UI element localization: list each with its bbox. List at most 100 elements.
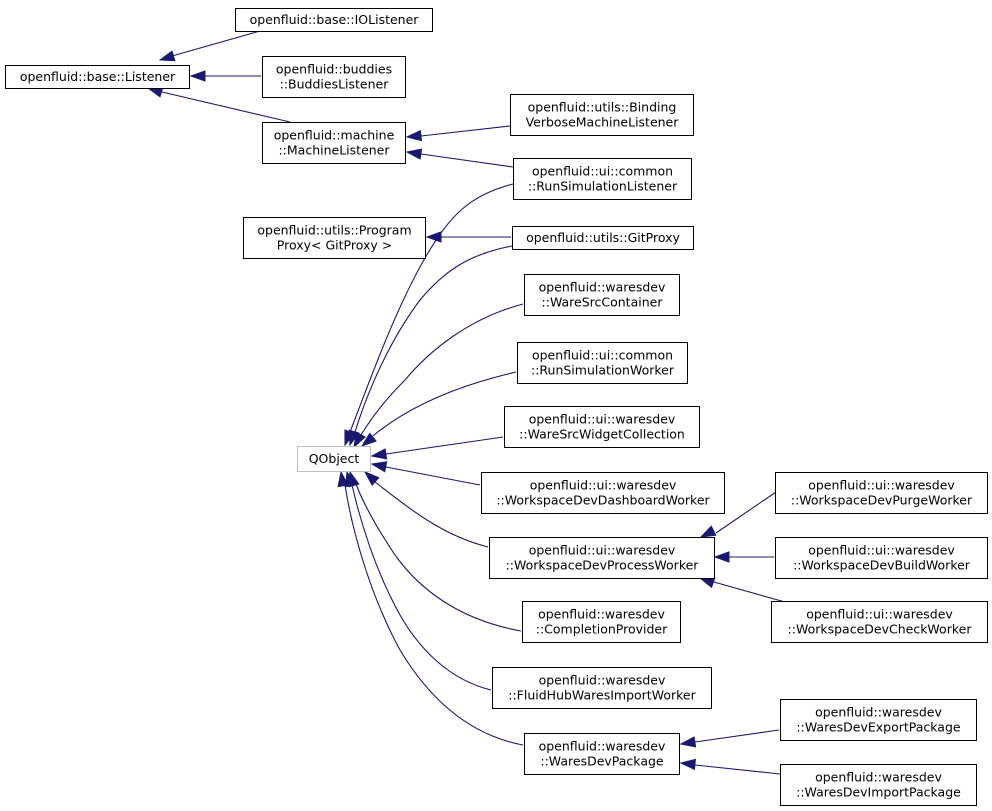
- class-box: [5, 65, 190, 89]
- inheritance-arrowhead: [698, 577, 716, 589]
- class-node-completionprovider[interactable]: openfluid::waresdev::CompletionProvider: [522, 601, 681, 643]
- class-label-line: ::WorkspaceDevBuildWorker: [793, 558, 971, 573]
- class-node-buildworker[interactable]: openfluid::ui::waresdev::WorkspaceDevBui…: [775, 537, 988, 579]
- class-label-line: ::RunSimulationWorker: [531, 363, 675, 378]
- node-layer: openfluid::base::IOListeneropenfluid::ba…: [5, 8, 988, 806]
- class-box: [775, 537, 988, 579]
- class-node-bindingverbose[interactable]: openfluid::utils::BindingVerboseMachineL…: [510, 94, 694, 136]
- class-label-line: openfluid::waresdev: [539, 280, 666, 295]
- class-box: [524, 733, 680, 775]
- class-node-machinelistener[interactable]: openfluid::machine::MachineListener: [262, 122, 406, 164]
- class-label-line: openfluid::utils::Binding: [528, 100, 677, 115]
- class-box: [522, 601, 681, 643]
- class-node-runsimlistener[interactable]: openfluid::ui::common::RunSimulationList…: [513, 158, 692, 200]
- inheritance-arrowhead: [370, 461, 388, 473]
- edge-line: [351, 484, 492, 691]
- edge-line: [360, 303, 524, 436]
- edge-line: [344, 484, 524, 746]
- class-box: [297, 446, 371, 472]
- class-label-line: openfluid::ui::common: [532, 348, 673, 363]
- class-node-purgeworker[interactable]: openfluid::ui::waresdev::WorkspaceDevPur…: [775, 472, 988, 514]
- class-label-line: openfluid::ui::waresdev: [530, 478, 677, 493]
- class-node-dashboardworker[interactable]: openfluid::ui::waresdev::WorkspaceDevDas…: [481, 472, 725, 514]
- class-label-line: openfluid::ui::waresdev: [529, 412, 676, 427]
- class-label-line: QObject: [309, 451, 360, 466]
- edge-line: [355, 483, 522, 632]
- class-box: [513, 158, 692, 200]
- edge-checkworker-to-processworker: [698, 577, 786, 603]
- edge-line: [694, 764, 781, 775]
- class-label-line: openfluid::ui::waresdev: [806, 607, 953, 622]
- edge-line: [694, 729, 780, 743]
- edge-exportpackage-to-waresdevpackage: [679, 729, 780, 748]
- edge-buildworker-to-processworker: [713, 551, 774, 563]
- class-node-waresdevpackage[interactable]: openfluid::waresdev::WaresDevPackage: [524, 733, 680, 775]
- edge-line: [374, 481, 489, 548]
- class-label-line: openfluid::ui::waresdev: [808, 543, 955, 558]
- class-label-line: openfluid::machine: [274, 128, 395, 143]
- edge-waresrcwidgetcollection-to-qobject: [370, 436, 504, 460]
- class-box: [492, 667, 712, 709]
- edge-runsimworker-to-qobject: [360, 371, 517, 447]
- class-node-checkworker[interactable]: openfluid::ui::waresdev::WorkspaceDevChe…: [771, 601, 988, 643]
- class-label-line: ::WaresDevPackage: [540, 754, 664, 769]
- class-node-importpackage[interactable]: openfluid::waresdev::WaresDevImportPacka…: [780, 764, 977, 806]
- inheritance-arrowhead: [158, 50, 176, 62]
- class-box: [512, 226, 694, 250]
- edge-processworker-to-qobject: [363, 471, 489, 548]
- class-label-line: ::WaresDevExportPackage: [796, 720, 960, 735]
- class-box: [262, 56, 406, 98]
- inheritance-arrowhead: [353, 431, 366, 449]
- edge-importpackage-to-waresdevpackage: [679, 758, 781, 775]
- class-label-line: ::CompletionProvider: [536, 622, 668, 637]
- class-label-line: ::WorkspaceDevCheckWorker: [788, 622, 973, 637]
- class-node-runsimworker[interactable]: openfluid::ui::common::RunSimulationWork…: [517, 342, 688, 384]
- edge-gitproxy-to-qobject: [348, 245, 513, 447]
- class-label-line: openfluid::waresdev: [539, 739, 666, 754]
- class-node-processworker[interactable]: openfluid::ui::waresdev::WorkspaceDevPro…: [489, 537, 715, 579]
- class-label-line: openfluid::utils::Program: [257, 223, 411, 238]
- class-label-line: openfluid::ui::waresdev: [808, 478, 955, 493]
- class-box: [481, 472, 725, 514]
- inheritance-arrowhead: [189, 70, 206, 82]
- class-node-gitproxy[interactable]: openfluid::utils::GitProxy: [512, 226, 694, 250]
- edge-line: [161, 91, 291, 123]
- class-node-qobject[interactable]: QObject: [297, 446, 371, 472]
- class-label-line: openfluid::utils::GitProxy: [526, 230, 680, 245]
- edge-purgeworker-to-processworker: [699, 491, 777, 538]
- edge-line: [420, 125, 511, 137]
- class-label-line: openfluid::waresdev: [538, 607, 665, 622]
- edge-line: [171, 30, 261, 57]
- class-node-waresrcwidgetcollection[interactable]: openfluid::ui::waresdev::WareSrcWidgetCo…: [504, 406, 700, 448]
- class-box: [489, 537, 715, 579]
- class-node-buddieslistener[interactable]: openfluid::buddies::BuddiesListener: [262, 56, 406, 98]
- edge-gitproxy-to-programproxy: [425, 231, 511, 243]
- edge-iolistener-to-listener: [158, 30, 261, 62]
- class-node-fluidhubimport[interactable]: openfluid::waresdev::FluidHubWaresImport…: [492, 667, 712, 709]
- inheritance-arrowhead: [363, 471, 380, 486]
- class-box: [771, 601, 988, 643]
- edge-line: [713, 581, 786, 603]
- class-box: [235, 8, 433, 32]
- class-label-line: ::BuddiesListener: [280, 77, 390, 92]
- inheritance-arrowhead: [344, 470, 357, 488]
- class-node-waresrccontainer[interactable]: openfluid::waresdev::WareSrcContainer: [524, 274, 680, 316]
- class-label-line: ::RunSimulationListener: [528, 179, 678, 194]
- class-node-exportpackage[interactable]: openfluid::waresdev::WaresDevExportPacka…: [780, 699, 977, 741]
- class-node-listener[interactable]: openfluid::base::Listener: [5, 65, 190, 89]
- inheritance-arrowhead: [713, 551, 730, 563]
- class-box: [775, 472, 988, 514]
- edge-line: [385, 466, 481, 486]
- edge-bindingverbose-to-machinelistener: [405, 125, 511, 142]
- inheritance-arrowhead: [360, 432, 377, 447]
- class-label-line: ::WaresDevImportPackage: [796, 785, 961, 800]
- class-node-iolistener[interactable]: openfluid::base::IOListener: [235, 8, 433, 32]
- class-box: [243, 217, 426, 259]
- class-box: [262, 122, 406, 164]
- class-label-line: ::FluidHubWaresImportWorker: [508, 688, 696, 703]
- inheritance-arrowhead: [337, 470, 349, 488]
- inheritance-arrowhead: [699, 525, 717, 538]
- edge-line: [715, 491, 777, 534]
